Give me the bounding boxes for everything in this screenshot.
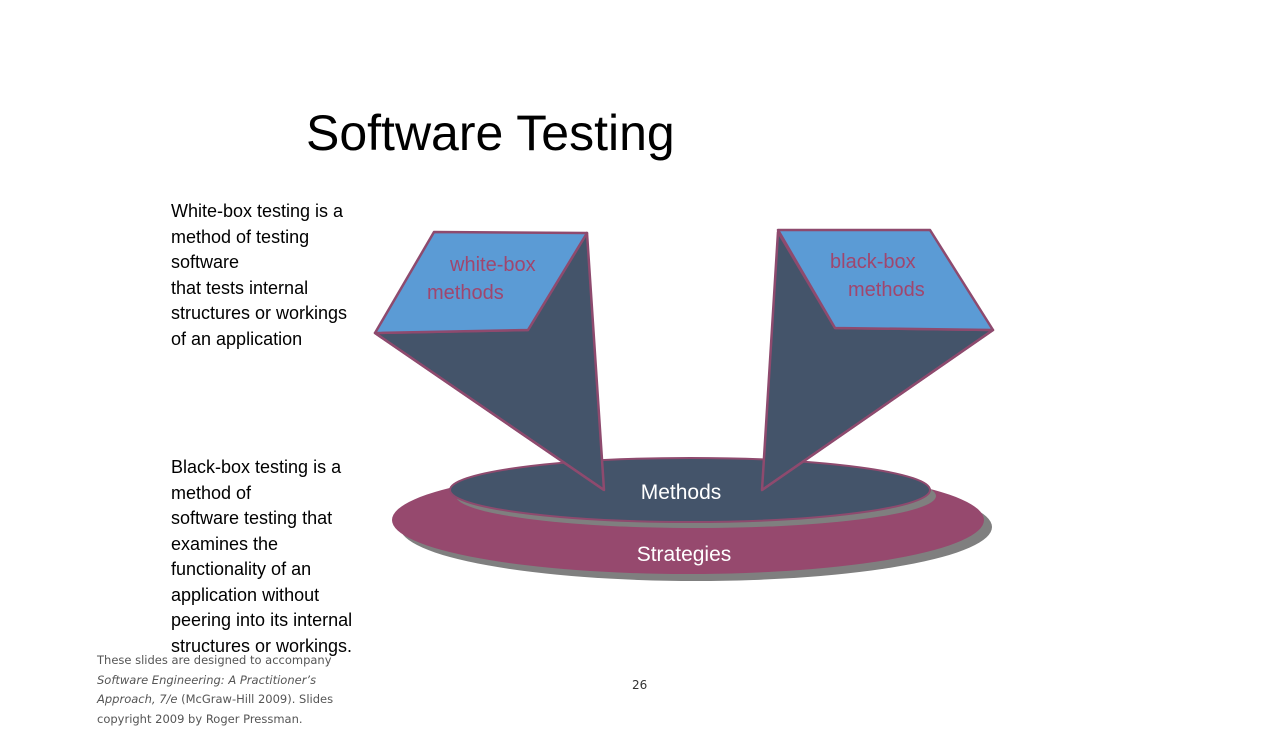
methods-label: Methods [641, 481, 722, 504]
footer-line: Software Engineering: A Practitioner’s [97, 671, 387, 691]
strategies-label: Strategies [637, 543, 732, 566]
black-box-label: methods [848, 279, 925, 301]
page-number: 26 [632, 678, 647, 692]
black-box-description-line: method of [171, 481, 396, 507]
footer-publisher: (McGraw-Hill 2009). Slides [177, 692, 333, 706]
black-box-funnel: black-box methods [762, 230, 993, 490]
black-box-description-line: peering into its internal [171, 608, 396, 634]
black-box-description-line: Black-box testing is a [171, 455, 396, 481]
footer-line: These slides are designed to accompany [97, 651, 387, 671]
black-box-label: black-box [830, 251, 916, 273]
slide-footer-credit: These slides are designed to accompany S… [97, 651, 387, 729]
black-box-description-line: functionality of an [171, 557, 396, 583]
black-box-description: Black-box testing is a method of softwar… [171, 455, 396, 659]
black-box-description-line: software testing that [171, 506, 396, 532]
footer-line: Approach, 7/e (McGraw-Hill 2009). Slides [97, 690, 387, 710]
black-box-description-line: examines the [171, 532, 396, 558]
white-box-label: methods [427, 282, 504, 304]
footer-line: copyright 2009 by Roger Pressman. [97, 710, 387, 729]
white-box-label: white-box [449, 254, 536, 276]
footer-book-title: Software Engineering: A Practitioner’s [97, 673, 316, 687]
footer-book-edition: Approach, 7/e [97, 692, 177, 706]
white-box-funnel: white-box methods [375, 232, 604, 490]
black-box-description-line: application without [171, 583, 396, 609]
